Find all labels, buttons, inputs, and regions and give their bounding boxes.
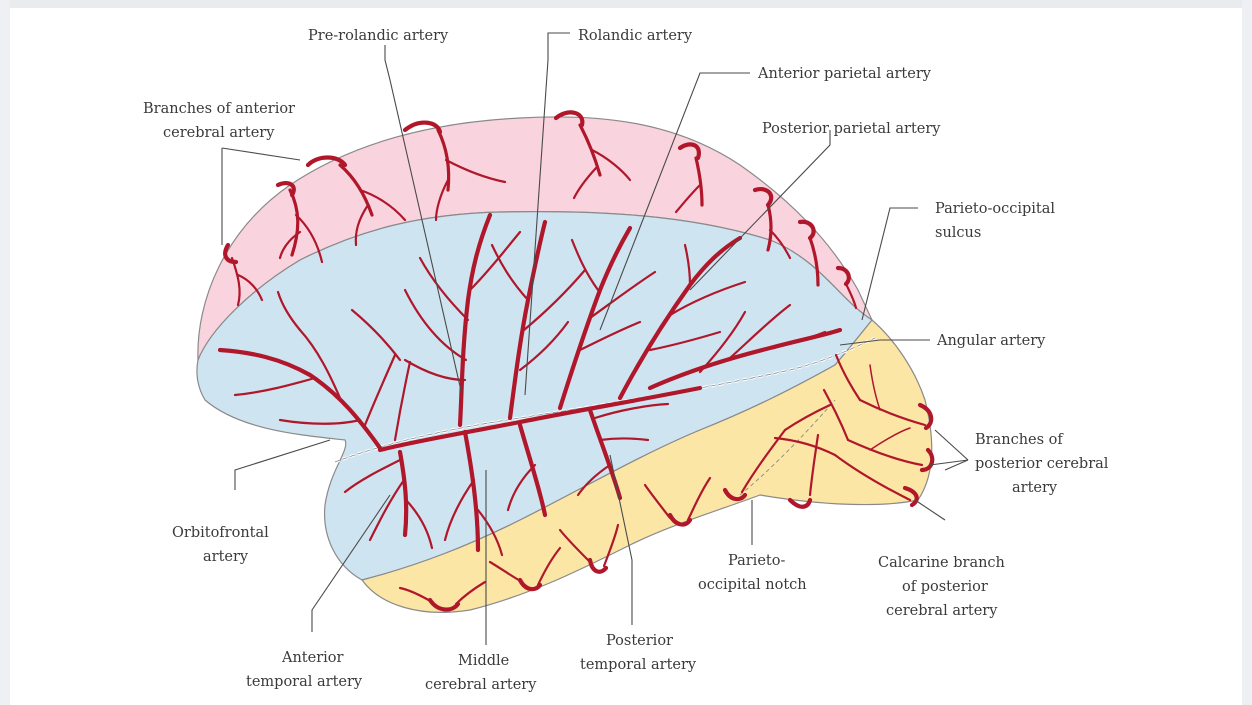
- label-branches-aca-line2: cerebral artery: [163, 125, 275, 141]
- label-posterior-temporal-line2: temporal artery: [580, 657, 697, 673]
- label-rolandic-artery: Rolandic artery: [578, 28, 693, 44]
- label-anterior-temporal-line1: Anterior: [281, 650, 344, 666]
- label-posterior-parietal-artery: Posterior parietal artery: [762, 121, 941, 137]
- label-calcarine-line3: cerebral artery: [886, 603, 998, 619]
- label-calcarine-line1: Calcarine branch: [878, 555, 1005, 571]
- label-branches-pca-line3: artery: [1012, 480, 1058, 496]
- label-parieto-occipital-notch-line2: occipital notch: [698, 577, 807, 593]
- label-posterior-temporal-line1: Posterior: [606, 633, 673, 649]
- label-anterior-temporal-line2: temporal artery: [246, 674, 363, 690]
- label-orbitofrontal-line1: Orbitofrontal: [172, 525, 269, 541]
- label-pre-rolandic-artery: Pre-rolandic artery: [308, 28, 449, 44]
- label-branches-pca-line1: Branches of: [975, 432, 1064, 448]
- label-middle-cerebral-line2: cerebral artery: [425, 677, 537, 693]
- label-anterior-parietal-artery: Anterior parietal artery: [757, 66, 932, 82]
- label-angular-artery: Angular artery: [936, 333, 1046, 349]
- label-orbitofrontal-line2: artery: [203, 549, 249, 565]
- label-calcarine-line2: of posterior: [902, 579, 988, 595]
- label-parieto-occipital-sulcus-line1: Parieto-occipital: [935, 201, 1055, 217]
- label-parieto-occipital-notch-line1: Parieto-: [728, 553, 785, 569]
- label-middle-cerebral-line1: Middle: [458, 653, 509, 669]
- label-branches-pca-line2: posterior cerebral: [975, 456, 1109, 472]
- label-branches-aca-line1: Branches of anterior: [143, 101, 295, 117]
- label-parieto-occipital-sulcus-line2: sulcus: [935, 225, 981, 241]
